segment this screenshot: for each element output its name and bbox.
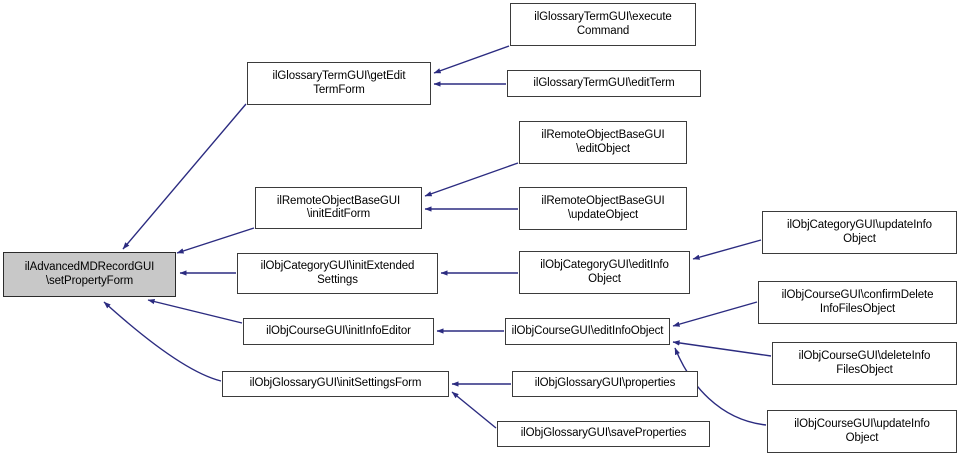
graph-node-label: ilObjCourseGUI\updateInfo Object — [794, 418, 930, 444]
call-edge — [147, 298, 243, 324]
graph-node-label: ilObjCourseGUI\editInfoObject — [511, 324, 664, 337]
graph-node-label: ilObjCategoryGUI\updateInfo Object — [787, 219, 932, 245]
graph-node-label: ilObjGlossaryGUI\properties — [534, 377, 676, 390]
call-edge — [672, 301, 758, 327]
graph-node-editInfoObjectCourse[interactable]: ilObjCourseGUI\editInfoObject — [505, 318, 670, 345]
graph-node-editObject[interactable]: ilRemoteObjectBaseGUI \editObject — [519, 121, 687, 164]
graph-node-initExtendedSettings[interactable]: ilObjCategoryGUI\initExtended Settings — [237, 253, 438, 294]
call-edge — [433, 45, 510, 74]
call-edge — [672, 340, 772, 357]
graph-node-editTerm[interactable]: ilGlossaryTermGUI\editTerm — [507, 70, 701, 97]
call-edge — [451, 391, 497, 429]
graph-node-label: ilGlossaryTermGUI\getEdit TermForm — [272, 70, 406, 96]
graph-node-properties[interactable]: ilObjGlossaryGUI\properties — [512, 371, 698, 397]
graph-node-saveProperties[interactable]: ilObjGlossaryGUI\saveProperties — [497, 421, 710, 447]
graph-node-label: ilObjGlossaryGUI\saveProperties — [520, 427, 687, 440]
call-edge — [122, 103, 247, 250]
graph-node-executeCommand[interactable]: ilGlossaryTermGUI\execute Command — [510, 3, 696, 46]
graph-node-updateInfoObjectCourse[interactable]: ilObjCourseGUI\updateInfo Object — [767, 410, 957, 453]
graph-node-getEditTermForm[interactable]: ilGlossaryTermGUI\getEdit TermForm — [247, 62, 431, 105]
graph-node-updateObject[interactable]: ilRemoteObjectBaseGUI \updateObject — [519, 187, 687, 230]
graph-node-label: ilRemoteObjectBaseGUI \initEditForm — [276, 194, 401, 221]
graph-node-label: ilGlossaryTermGUI\execute Command — [534, 11, 672, 37]
graph-node-label: ilObjGlossaryGUI\initSettingsForm — [249, 377, 422, 390]
graph-node-label: ilObjCategoryGUI\editInfo Object — [540, 259, 669, 285]
graph-node-label: ilAdvancedMDRecordGUI \setPropertyForm — [24, 261, 155, 287]
graph-node-label: ilObjCourseGUI\initInfoEditor — [266, 324, 411, 337]
call-edge — [176, 227, 255, 254]
graph-node-initEditForm[interactable]: ilRemoteObjectBaseGUI \initEditForm — [255, 187, 422, 229]
graph-node-label: ilObjCategoryGUI\initExtended Settings — [260, 260, 415, 286]
graph-node-label: ilRemoteObjectBaseGUI \editObject — [541, 129, 665, 155]
call-edge — [424, 162, 519, 197]
call-edge — [103, 301, 222, 382]
graph-node-deleteInfoFilesObject[interactable]: ilObjCourseGUI\deleteInfo FilesObject — [772, 342, 957, 385]
graph-node-label: ilObjCourseGUI\deleteInfo FilesObject — [798, 350, 931, 376]
graph-node-initSettingsForm[interactable]: ilObjGlossaryGUI\initSettingsForm — [222, 371, 449, 397]
graph-node-label: ilGlossaryTermGUI\editTerm — [533, 76, 675, 89]
graph-node-confirmDeleteInfoFilesObject[interactable]: ilObjCourseGUI\confirmDelete InfoFilesOb… — [758, 281, 957, 324]
call-edge — [692, 239, 762, 260]
graph-node-label: ilObjCourseGUI\confirmDelete InfoFilesOb… — [781, 289, 934, 315]
graph-node-updateInfoObjectCategory[interactable]: ilObjCategoryGUI\updateInfo Object — [762, 211, 957, 254]
graph-node-editInfoObjectCategory[interactable]: ilObjCategoryGUI\editInfo Object — [519, 251, 690, 294]
graph-node-label: ilRemoteObjectBaseGUI \updateObject — [541, 195, 665, 221]
graph-node-initInfoEditor[interactable]: ilObjCourseGUI\initInfoEditor — [243, 318, 434, 345]
graph-node-setPropertyForm[interactable]: ilAdvancedMDRecordGUI \setPropertyForm — [3, 252, 176, 297]
